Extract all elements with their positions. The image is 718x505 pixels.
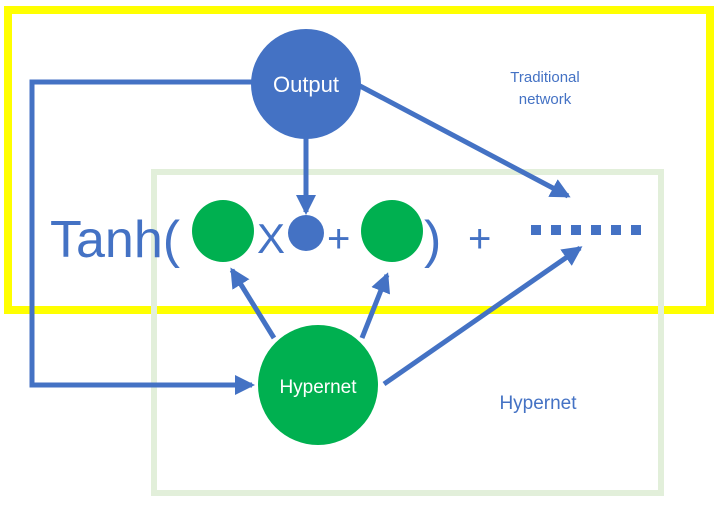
traditional-network-box xyxy=(4,6,714,314)
hypernet-node-label: Hypernet xyxy=(279,377,357,398)
hypernet-node xyxy=(258,325,378,445)
hypernet-box xyxy=(151,169,664,496)
input-node xyxy=(288,215,324,251)
equation-plus-inner: + xyxy=(327,217,350,261)
equation-times: X xyxy=(257,215,285,262)
output-node-label: Output xyxy=(273,72,339,97)
hypernet-to-ellipsis-arrow xyxy=(382,245,583,387)
hypernet-to-bias-arrow xyxy=(359,272,391,339)
output-node xyxy=(251,29,361,139)
weight-node xyxy=(192,200,254,262)
traditional-network-label-line2: network xyxy=(519,91,572,108)
equation-plus-outer: + xyxy=(468,217,491,261)
bias-node xyxy=(361,200,423,262)
output-to-hypernet-arrow xyxy=(29,79,255,395)
output-to-ellipsis-arrow xyxy=(358,83,571,199)
equation-tanh-open: Tanh( xyxy=(50,211,181,269)
equation-close-paren: ) xyxy=(424,211,441,269)
hypernet-to-weight-arrow xyxy=(229,267,277,340)
traditional-network-label-line1: Traditional xyxy=(510,69,579,86)
hypernet-region-label: Hypernet xyxy=(499,393,577,414)
ellipsis-dots xyxy=(531,225,641,235)
